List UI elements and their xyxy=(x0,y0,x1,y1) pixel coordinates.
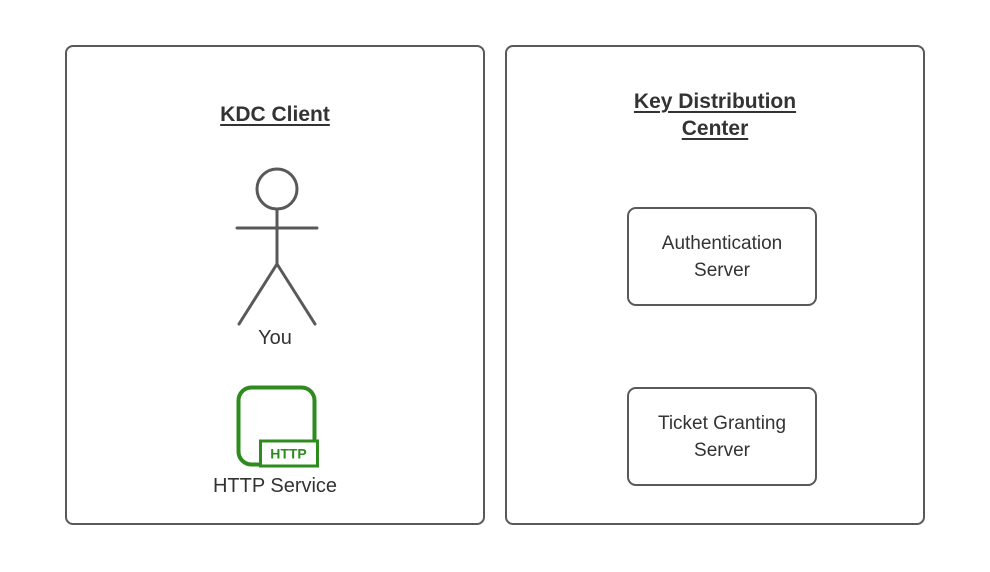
key-distribution-center-panel: Key Distribution Center Authentication S… xyxy=(505,45,925,525)
stick-figure-icon xyxy=(235,167,319,326)
kdc-title-line-2: Center xyxy=(681,117,749,140)
actor-label: You xyxy=(258,327,292,349)
authentication-server-label-line-1: Authentication xyxy=(661,232,783,254)
http-service-icon: HTTP xyxy=(236,385,319,468)
ticket-granting-server-label-line-2: Server xyxy=(694,439,750,461)
kdc-client-panel: KDC Client You HTTP HTTP Service xyxy=(65,45,485,525)
ticket-granting-server-box: Ticket Granting Server xyxy=(627,387,817,486)
kdc-title-line-1: Key Distribution xyxy=(633,90,797,113)
authentication-server-box: Authentication Server xyxy=(627,207,817,306)
ticket-granting-server-label-line-1: Ticket Granting xyxy=(657,412,787,434)
key-distribution-center-title: Key Distribution Center xyxy=(507,88,923,142)
http-badge-box xyxy=(259,439,319,468)
http-badge-label: HTTP xyxy=(270,446,307,462)
stick-figure-strokes xyxy=(235,167,319,326)
kdc-client-title: KDC Client xyxy=(220,103,330,126)
http-service-label: HTTP Service xyxy=(212,475,338,497)
authentication-server-label-line-2: Server xyxy=(694,259,750,281)
